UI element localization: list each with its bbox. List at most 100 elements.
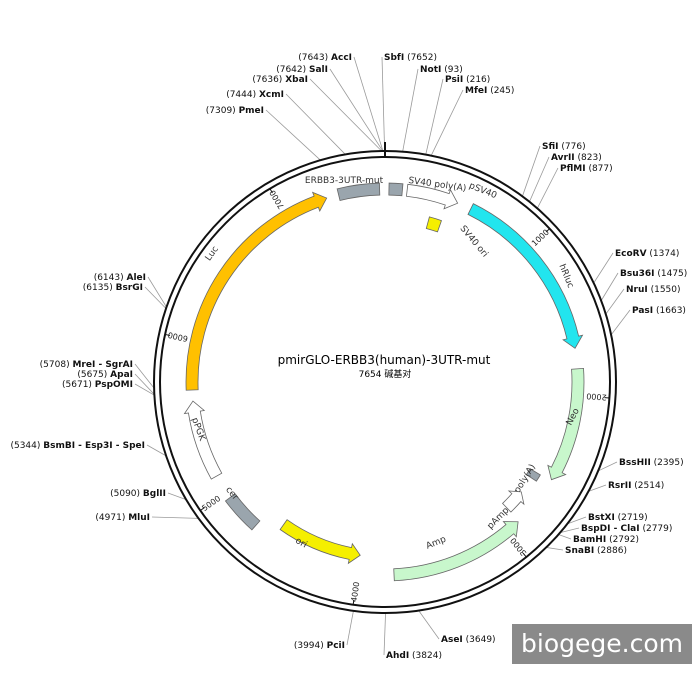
site-label: SbfI (7652) [384,53,437,63]
site-name: AseI [441,635,463,645]
feature-sv40-ori [425,216,442,233]
site-label: (5675) ApaI [77,370,133,380]
site-leader [560,527,580,534]
site-label: NotI (93) [420,65,463,75]
site-leader [167,492,187,500]
site-name: BsmBI - Esp3I - SpeI [43,441,145,451]
site-label: (7642) SalI [276,65,328,75]
site-position: (7642) [276,65,309,75]
site-leader [418,610,440,640]
site-label: NruI (1550) [626,285,681,295]
site-name: NruI [626,285,648,295]
site-name: RsrII [608,481,631,491]
site-leader [598,461,618,472]
site-leader [134,373,155,395]
site-name: AccI [331,53,352,63]
site-position: (3649) [463,635,496,645]
feature-label: SV40 ori [458,224,490,259]
site-label: EcoRV (1374) [615,249,679,259]
site-position: (2719) [615,513,648,523]
site-label: BspDI - ClaI (2779) [581,524,672,534]
site-position: (245) [487,86,514,96]
site-position: (7636) [252,75,285,85]
site-position: (6143) [94,273,127,283]
site-label: MfeI (245) [465,86,514,96]
site-label: AvrII (823) [551,153,602,163]
site-position: (5675) [77,370,110,380]
feature-erbb3-3utr-mut [336,182,381,201]
site-leader [522,145,541,197]
site-leader [558,534,572,540]
site-name: MfeI [465,86,487,96]
site-label: PflMI (877) [560,164,613,174]
site-label: SfiI (776) [542,142,586,152]
site-label: PsiI (216) [445,75,490,85]
site-leader [425,78,444,155]
tick-label: 4000 [350,581,362,602]
site-leader [329,68,384,152]
site-leader [605,288,625,315]
site-leader [536,167,559,209]
site-name: PspOMI [95,380,133,390]
site-name: XbaI [285,75,308,85]
watermark: biogege.com [512,624,692,664]
site-leader [346,610,354,646]
feature-sv40-poly-a- [388,182,404,197]
site-label: BssHII (2395) [619,458,684,468]
site-name: PsiI [445,75,463,85]
site-position: (5671) [62,380,95,390]
site-label: Bsu36I (1475) [620,269,687,279]
tick-label: 2000 [586,391,607,401]
site-label: AseI (3649) [441,635,496,645]
site-name: SnaBI [565,546,594,556]
site-leader [309,78,382,152]
feature-ori [279,519,361,565]
site-name: MluI [128,513,150,523]
site-position: (2514) [631,481,664,491]
feature-label: Amp [425,535,448,552]
site-leader [144,286,167,309]
site-leader [610,309,631,336]
site-label: (7309) PmeI [206,106,264,116]
feature-neo [547,367,585,481]
site-leader [134,363,155,389]
site-position: (2779) [640,524,673,534]
site-label: (6143) AleI [94,273,146,283]
site-name: MreI - SgrAI [72,360,133,370]
site-name: XcmI [259,90,284,100]
site-position: (1374) [647,249,680,259]
feature-amp [393,521,519,582]
site-leader [134,383,155,396]
site-leader [546,547,564,551]
site-position: (5090) [110,489,143,499]
site-name: BssHII [619,458,651,468]
site-label: (3994) PciI [294,641,345,651]
tick-mark [164,333,171,336]
site-position: (2886) [594,546,627,556]
site-label: (7636) XbaI [252,75,308,85]
site-position: (5708) [40,360,73,370]
site-name: PmeI [239,106,264,116]
site-leader [529,156,550,202]
site-name: PasI [632,306,653,316]
feature-hrluc [467,203,584,349]
site-label: (5344) BsmBI - Esp3I - SpeI [10,441,145,451]
site-name: Bsu36I [620,269,655,279]
site-label: (5708) MreI - SgrAI [40,360,133,370]
site-leader [285,93,346,155]
site-name: BglII [143,489,166,499]
site-position: (216) [463,75,490,85]
tick-label: 5000 [200,494,222,513]
site-name: BsrGI [116,283,143,293]
plasmid-name: pmirGLO-ERBB3(human)-3UTR-mut [278,353,491,367]
site-leader [402,68,419,152]
tick-label: 3000 [509,536,529,557]
site-position: (1475) [655,269,688,279]
site-position: (3994) [294,641,327,651]
site-position: (7643) [298,53,331,63]
feature-poly-a- [525,468,541,482]
site-name: SbfI [384,53,404,63]
site-name: AvrII [551,153,575,163]
